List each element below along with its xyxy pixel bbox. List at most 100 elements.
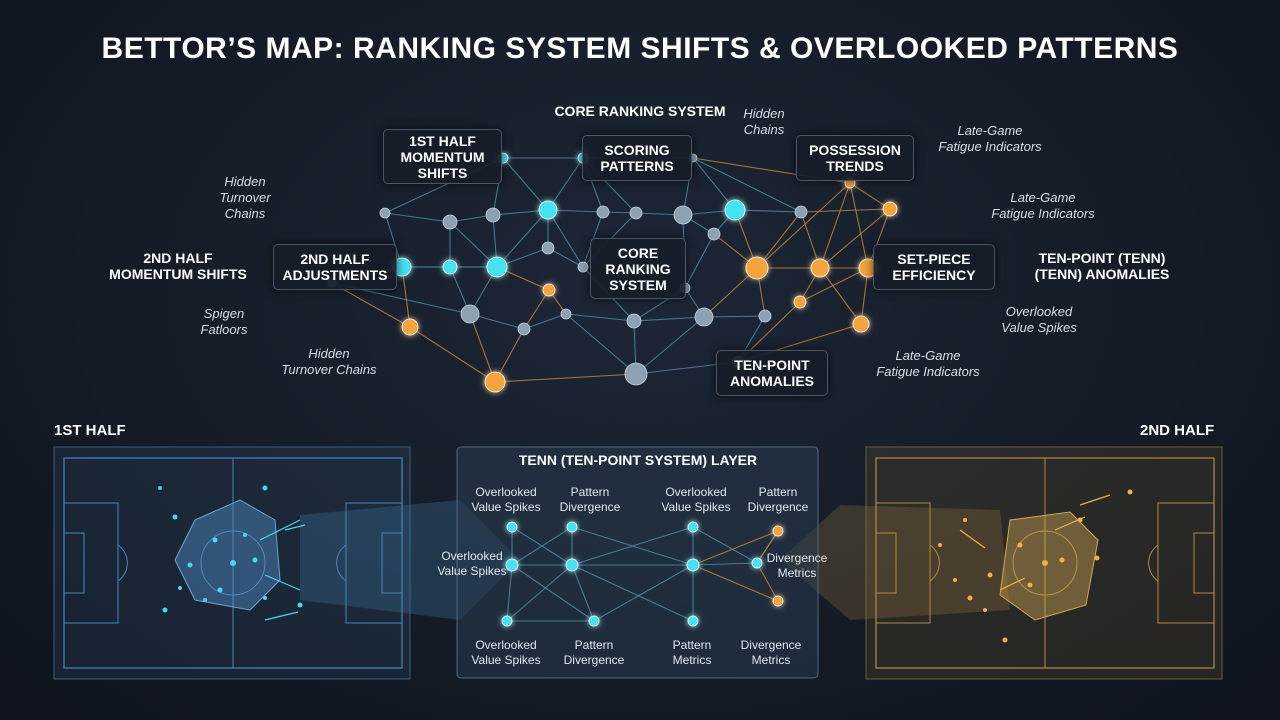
network-edge (523, 289, 550, 330)
network-edge (547, 157, 584, 211)
network-edge (547, 209, 584, 268)
right-side-label: TEN-POINT (TENN)(TENN) ANOMALIES (1034, 250, 1170, 282)
network-edge (511, 564, 595, 622)
network-edge (633, 316, 705, 322)
first-half-label: 1ST HALF (54, 422, 126, 439)
network-edge (692, 157, 736, 211)
network-node (629, 206, 643, 220)
network-node (506, 521, 518, 533)
network-edge (692, 157, 802, 213)
network-node (793, 295, 807, 309)
network-node (694, 307, 714, 327)
network-node (505, 558, 519, 572)
network-node (379, 207, 391, 219)
network-node (442, 214, 458, 230)
network-node (485, 207, 501, 223)
network-edge (703, 267, 758, 318)
network-node (724, 199, 746, 221)
network-edge (571, 526, 694, 566)
network-edge (496, 209, 549, 268)
network-node (626, 313, 642, 329)
network-edge (819, 208, 891, 269)
network-edge (800, 208, 891, 213)
network-edge (800, 211, 821, 269)
network-edge (384, 212, 403, 268)
tenn-layer-title: TENN (TEN-POINT SYSTEM) LAYER (518, 452, 758, 468)
network-edge (635, 316, 705, 375)
network-node (542, 283, 556, 297)
network-edge (703, 315, 766, 318)
network-edge (409, 326, 496, 383)
page-title: BETTOR’S MAP: RANKING SYSTEM SHIFTS & OV… (101, 32, 1179, 65)
network-node (687, 615, 699, 627)
network-edge (449, 221, 498, 268)
network-node (624, 362, 648, 386)
network-edge (565, 313, 637, 375)
network-node (686, 558, 700, 572)
network-edge (684, 233, 715, 289)
network-node (538, 200, 558, 220)
network-node (794, 205, 808, 219)
network-node (772, 525, 784, 537)
network-node (687, 521, 699, 533)
network-node (852, 315, 870, 333)
network-node (751, 557, 763, 569)
second-half-pitch (780, 446, 1223, 680)
network-node (401, 318, 419, 336)
network-node (501, 615, 513, 627)
network-edge (571, 564, 694, 622)
network-node (745, 256, 769, 280)
network-edge (849, 182, 891, 210)
network-node (810, 258, 830, 278)
core-ranking-system-label: CORE RANKING SYSTEM (554, 103, 726, 119)
network-edge (469, 313, 496, 383)
network-edge (502, 157, 549, 211)
network-node (707, 227, 721, 241)
network-node (882, 201, 898, 217)
network-edge (401, 266, 411, 328)
network-node (565, 558, 579, 572)
network-edge (692, 562, 758, 566)
network-edge (734, 209, 802, 213)
network-edge (756, 182, 851, 269)
network-node (577, 261, 589, 273)
network-edge (849, 182, 869, 269)
network-edge (565, 313, 635, 322)
network-edge (511, 526, 573, 566)
network-node (673, 205, 693, 225)
network-node (596, 205, 610, 219)
network-node (758, 309, 772, 323)
network-node (460, 304, 480, 324)
network-edge (692, 530, 779, 566)
network-edge (494, 373, 637, 383)
network-edge (547, 247, 584, 268)
network-edge (593, 564, 694, 622)
network-edge (860, 267, 869, 325)
network-node (566, 521, 578, 533)
network-node (560, 308, 572, 320)
network-node (442, 259, 458, 275)
